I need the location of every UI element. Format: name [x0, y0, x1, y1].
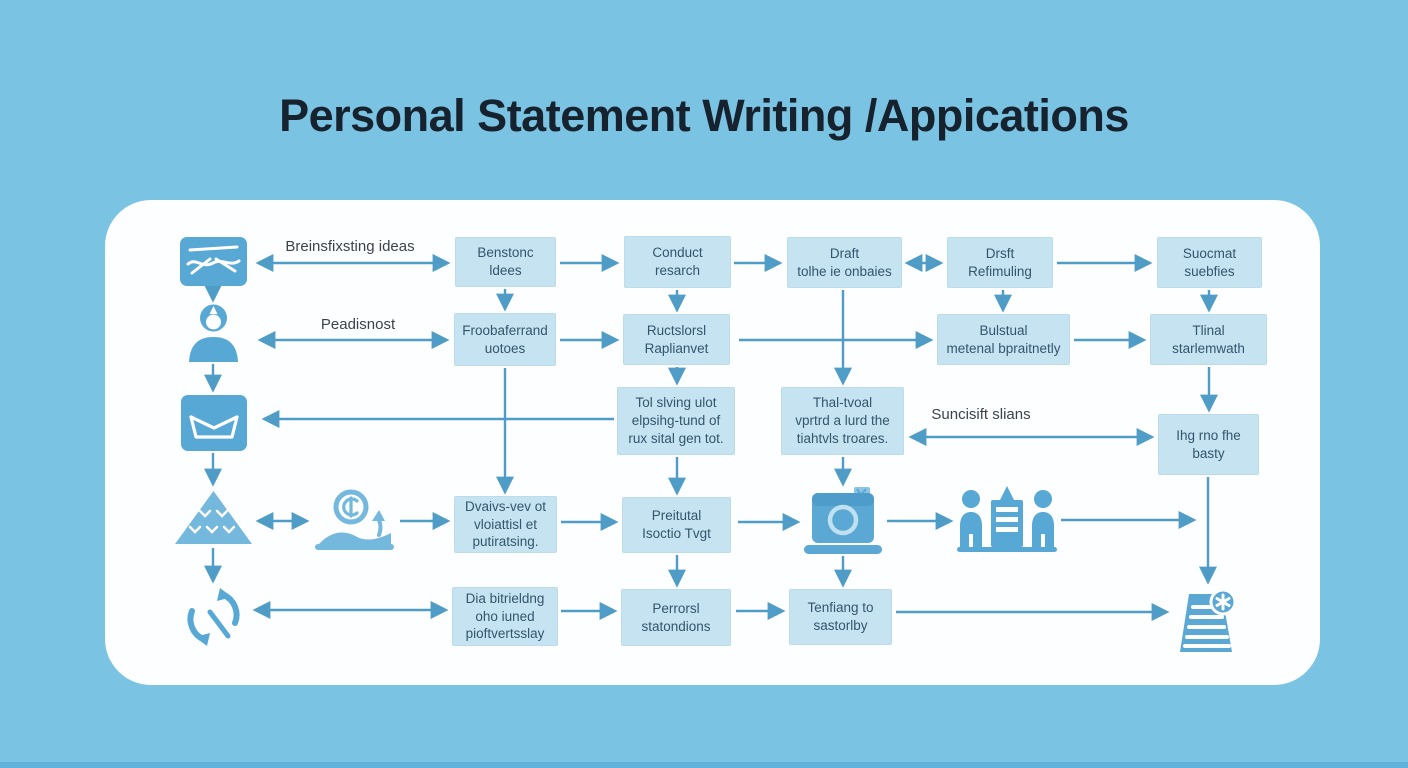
flow-box-brainstorm-ideas: Benstonc ldees [455, 237, 556, 287]
flow-box-conduct-research: Conduct resarch [624, 236, 731, 288]
flow-box-final-statement: Tlinal starlemwath [1150, 314, 1267, 365]
person-icon [186, 303, 241, 367]
flow-box-draft-refining: Drsft Refimuling [947, 237, 1053, 288]
flow-box-ructslorsl: Ructslorsl Raplianvet [623, 314, 730, 365]
flow-box-dia-bitrieldng: Dia bitrieldng oho iuned pioftvertsslay [452, 587, 558, 646]
bottom-edge-strip [0, 762, 1408, 768]
flow-box-personal-statement: Perrorsl statondions [621, 589, 731, 646]
flow-box-dvaivs-vev: Dvaivs-vev ot vloiattisl et putiratsing. [454, 496, 557, 553]
flow-box-proofread-notes: Froobaferrand uotoes [454, 313, 556, 366]
flow-box-tol-slving: Tol slving ulot elpsihg-tund of rux sita… [617, 387, 735, 455]
flow-box-preitutal: Preitutal Isoctio Tvgt [622, 497, 731, 553]
document-icon [1176, 588, 1240, 663]
growth-icon [313, 487, 396, 557]
flow-box-bulstual-metenal: Bulstual metenal bpraitnetly [937, 314, 1070, 365]
flow-box-submit: Suocmat suebfies [1157, 237, 1262, 288]
flow-box-ihg-rno: Ihg rno fhe basty [1158, 414, 1259, 475]
people-icon [957, 486, 1057, 559]
envelope-icon [181, 395, 247, 456]
flow-box-draft: Draft tolhe ie onbaies [787, 237, 902, 288]
flow-box-tenfiang: Tenfiang to sastorlby [789, 589, 892, 645]
label-brainstorming-ideas: Breinsfixsting ideas [285, 238, 415, 255]
label-readiness: Peadisnost [320, 316, 396, 333]
label-submit: Suncisift slians [931, 406, 1031, 423]
mountain-icon [174, 489, 253, 551]
flow-box-thal-tvoal: Thal-tvoal vprtrd a lurd the tiahtvls tr… [781, 387, 904, 455]
laptop-icon [804, 487, 882, 559]
page-title: Personal Statement Writing /Appications [279, 90, 1129, 141]
image-icon [180, 237, 247, 291]
refresh-icon [186, 586, 241, 652]
